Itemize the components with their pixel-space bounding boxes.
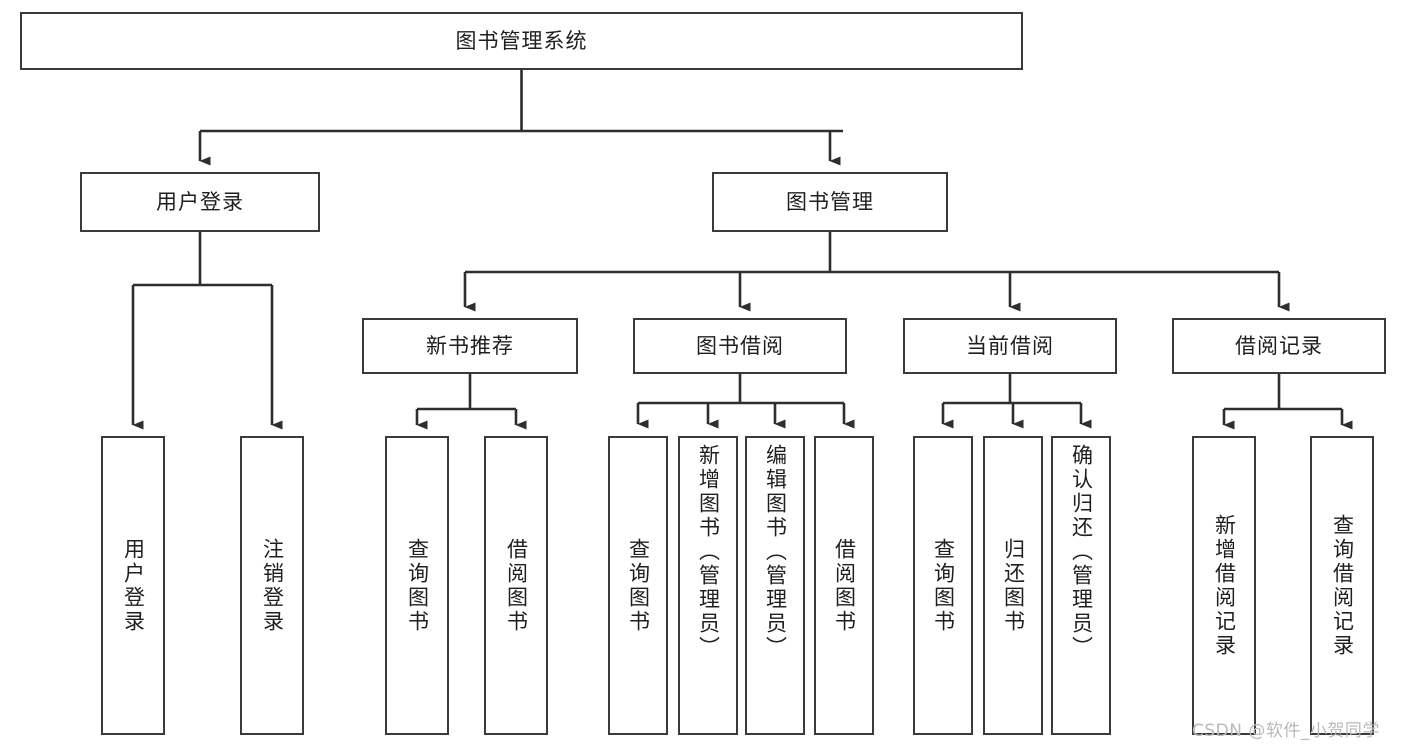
node-new-book-recommend-label: 新书推荐 xyxy=(426,333,514,358)
node-book-manage-label: 图书管理 xyxy=(786,189,874,214)
node-root[interactable]: 图书管理系统 xyxy=(20,12,1023,70)
node-leaf-user-login[interactable]: 用户登录 xyxy=(101,436,165,735)
node-current-borrow-label: 当前借阅 xyxy=(966,333,1054,358)
node-book-borrow[interactable]: 图书借阅 xyxy=(633,318,847,374)
node-leaf-return-book-label: 归还图书 xyxy=(1001,537,1026,634)
node-leaf-query-book-1-label: 查询图书 xyxy=(405,537,430,634)
node-new-book-recommend[interactable]: 新书推荐 xyxy=(362,318,578,374)
node-user-login[interactable]: 用户登录 xyxy=(80,172,320,232)
node-leaf-logout-label: 注销登录 xyxy=(260,537,285,634)
node-leaf-query-book-3-label: 查询图书 xyxy=(931,537,956,634)
node-leaf-query-book-1[interactable]: 查询图书 xyxy=(385,436,449,735)
node-borrow-record-label: 借阅记录 xyxy=(1235,333,1323,358)
node-leaf-query-book-3[interactable]: 查询图书 xyxy=(913,436,973,735)
node-leaf-logout[interactable]: 注销登录 xyxy=(240,436,304,735)
node-leaf-borrow-book-1-label: 借阅图书 xyxy=(504,537,529,634)
node-leaf-return-book[interactable]: 归还图书 xyxy=(983,436,1043,735)
node-leaf-borrow-book-1[interactable]: 借阅图书 xyxy=(484,436,548,735)
node-leaf-query-record[interactable]: 查询借阅记录 xyxy=(1310,436,1374,735)
node-leaf-confirm-return[interactable]: 确认归还（管理员） xyxy=(1051,436,1111,735)
node-leaf-confirm-return-label: 确认归还（管理员） xyxy=(1069,444,1094,660)
node-book-borrow-label: 图书借阅 xyxy=(696,333,784,358)
node-leaf-query-book-2[interactable]: 查询图书 xyxy=(608,436,668,735)
node-leaf-add-record[interactable]: 新增借阅记录 xyxy=(1192,436,1256,735)
node-leaf-user-login-label: 用户登录 xyxy=(121,537,146,634)
node-leaf-edit-book[interactable]: 编辑图书（管理员） xyxy=(745,436,805,735)
node-leaf-query-book-2-label: 查询图书 xyxy=(626,537,651,634)
node-leaf-borrow-book-2-label: 借阅图书 xyxy=(832,537,857,634)
node-current-borrow[interactable]: 当前借阅 xyxy=(903,318,1117,374)
node-user-login-label: 用户登录 xyxy=(156,189,244,214)
node-leaf-add-book[interactable]: 新增图书（管理员） xyxy=(678,436,738,735)
csdn-watermark: CSDN @软件_小贺同学 xyxy=(1192,721,1380,741)
node-leaf-add-record-label: 新增借阅记录 xyxy=(1212,513,1237,658)
node-leaf-borrow-book-2[interactable]: 借阅图书 xyxy=(814,436,874,735)
node-leaf-query-record-label: 查询借阅记录 xyxy=(1330,513,1355,658)
node-leaf-edit-book-label: 编辑图书（管理员） xyxy=(763,444,788,660)
node-root-label: 图书管理系统 xyxy=(455,28,588,53)
node-book-manage[interactable]: 图书管理 xyxy=(712,172,948,232)
node-borrow-record[interactable]: 借阅记录 xyxy=(1172,318,1386,374)
node-leaf-add-book-label: 新增图书（管理员） xyxy=(696,444,721,660)
